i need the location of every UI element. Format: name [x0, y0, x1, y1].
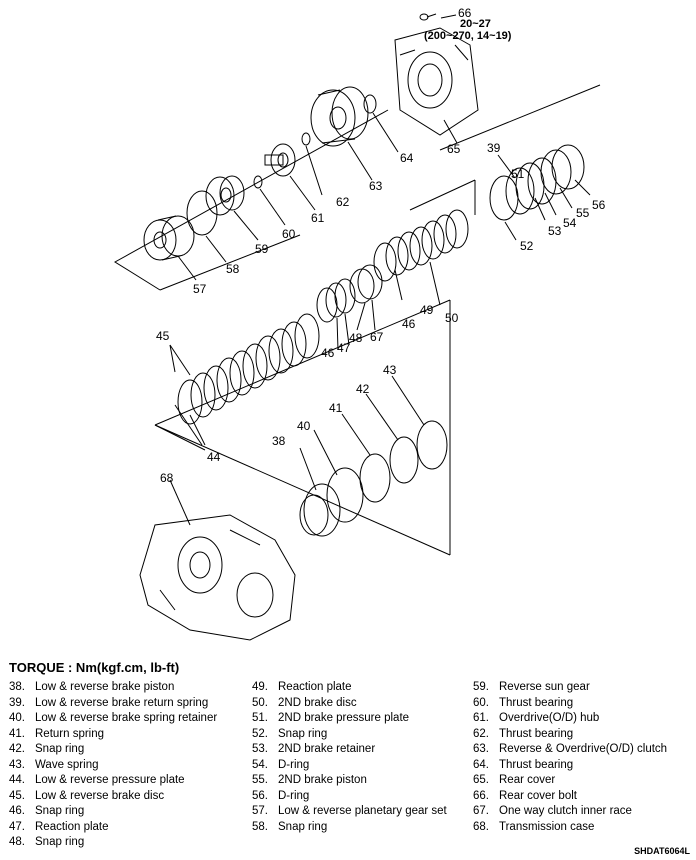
legend-item-59: 59.Reverse sun gear — [473, 681, 590, 693]
snap-ring-58-icon — [186, 190, 218, 236]
callout-62: 62 — [336, 195, 350, 209]
legend-item-45: 45.Low & reverse brake disc — [9, 789, 165, 802]
thrust-bearing-60-icon — [253, 175, 263, 189]
callout-43: 43 — [383, 363, 397, 377]
legend-item-55: 55.2ND brake piston — [252, 774, 367, 786]
legend-item-57: 57.Low & reverse planetary gear set — [252, 805, 447, 817]
thrust-bearing-62-icon — [301, 132, 311, 146]
rear-cover-bolt-icon — [419, 13, 437, 21]
callout-38: 38 — [272, 434, 286, 448]
callout-61: 61 — [311, 211, 325, 225]
callout-54: 54 — [563, 216, 577, 230]
callout-66: 66 — [458, 6, 472, 20]
callout-55: 55 — [576, 206, 590, 220]
callout-41: 41 — [329, 401, 343, 415]
callout-45: 45 — [156, 329, 170, 343]
legend-item-67: 67.One way clutch inner race — [473, 805, 632, 817]
legend-item-61: 61.Overdrive(O/D) hub — [473, 712, 600, 724]
callout-59: 59 — [255, 242, 269, 256]
legend-item-56: 56.D-ring — [252, 789, 310, 802]
torque-spec-alt: (200~270, 14~19) — [424, 30, 512, 42]
low-reverse-discs-icon — [177, 313, 320, 425]
second-brake-discs-icon — [373, 209, 469, 282]
lower-frame-line — [154, 424, 451, 556]
leader-lines — [169, 14, 591, 526]
legend-item-44: 44.Low & reverse pressure plate — [9, 774, 185, 786]
rear-cover-icon — [394, 27, 479, 136]
legend-item-66: 66.Rear cover bolt — [473, 789, 577, 802]
snap-rings-46-48-icon — [316, 278, 356, 323]
one-way-clutch-race-icon — [349, 264, 383, 304]
legend-item-68: 68.Transmission case — [473, 820, 595, 833]
callout-52: 52 — [520, 239, 534, 253]
drawing-code: SHDAT6064L — [634, 846, 690, 856]
legend-item-48: 48.Snap ring — [9, 836, 85, 848]
callout-60: 60 — [282, 227, 296, 241]
legend-column-1: 38.Low & reverse brake piston 39.Low & r… — [9, 680, 217, 851]
legend-item-64: 64.Thrust bearing — [473, 758, 574, 771]
legend-item-51: 51.2ND brake pressure plate — [252, 712, 410, 724]
legend-item-42: 42.Snap ring — [9, 743, 85, 755]
torque-spec-value: 20~27 — [460, 18, 491, 30]
top-frame — [114, 109, 389, 291]
thrust-bearing-64-icon — [363, 94, 377, 114]
callout-57: 57 — [193, 282, 207, 296]
legend-item-47: 47.Reaction plate — [9, 820, 109, 833]
callout-68: 68 — [160, 471, 174, 485]
legend-column-3: 59.Reverse sun gear 60.Thrust bearing 61… — [473, 680, 667, 835]
legend-item-40: 40.Low & reverse brake spring retainer — [9, 712, 218, 724]
legend-item-58: 58.Snap ring — [252, 820, 328, 833]
od-hub-icon — [264, 143, 296, 177]
callout-53: 53 — [548, 224, 562, 238]
callout-58: 58 — [226, 262, 240, 276]
callout-46b: 46 — [402, 317, 416, 331]
torque-title: TORQUE : Nm(kgf.cm, lb-ft) — [9, 660, 180, 675]
exploded-view-diagram: 20~27 (200~270, 14~19) 66 65 64 63 62 61… — [114, 6, 606, 641]
callout-44: 44 — [207, 450, 221, 464]
mid-frame — [159, 234, 301, 291]
callout-67: 67 — [370, 330, 384, 344]
legend-item-63: 63.Reverse & Overdrive(O/D) clutch — [473, 743, 668, 755]
legend-item-54: 54.D-ring — [252, 758, 310, 771]
top-frame-line — [439, 84, 601, 151]
transmission-case-icon — [139, 514, 296, 641]
callout-64: 64 — [400, 151, 414, 165]
legend-item-49: 49.Reaction plate — [252, 681, 352, 693]
legend-item-41: 41.Return spring — [9, 727, 105, 740]
callout-65: 65 — [447, 142, 461, 156]
legend-item-38: 38.Low & reverse brake piston — [9, 681, 175, 693]
callout-47: 47 — [337, 341, 351, 355]
legend-item-39: 39.Low & reverse brake return spring — [9, 696, 209, 709]
callout-46: 46 — [321, 346, 335, 360]
middle-frame-line — [154, 299, 451, 426]
legend-item-60: 60.Thrust bearing — [473, 696, 574, 709]
legend-item-43: 43.Wave spring — [9, 758, 99, 771]
callout-48: 48 — [349, 331, 363, 345]
callout-42: 42 — [356, 382, 370, 396]
reverse-sun-gear-icon — [205, 175, 245, 216]
callout-39: 39 — [487, 141, 501, 155]
legend-item-53: 53.2ND brake retainer — [252, 743, 376, 755]
legend-item-50: 50.2ND brake disc — [252, 696, 357, 709]
callout-40: 40 — [297, 419, 311, 433]
low-reverse-piston-group-icon — [299, 420, 448, 537]
callout-56: 56 — [592, 198, 606, 212]
reverse-od-clutch-icon — [310, 86, 369, 147]
legend-column-2: 49.Reaction plate 50.2ND brake disc 51.2… — [252, 680, 447, 835]
legend-item-46: 46.Snap ring — [9, 805, 85, 817]
legend-item-65: 65.Rear cover — [473, 774, 556, 786]
second-brake-group-icon — [489, 144, 585, 221]
legend-item-52: 52.Snap ring — [252, 727, 328, 740]
callout-63: 63 — [369, 179, 383, 193]
callout-51: 51 — [511, 167, 525, 181]
legend-item-62: 62.Thrust bearing — [473, 727, 574, 740]
callout-49: 49 — [420, 303, 434, 317]
callout-50: 50 — [445, 311, 459, 325]
